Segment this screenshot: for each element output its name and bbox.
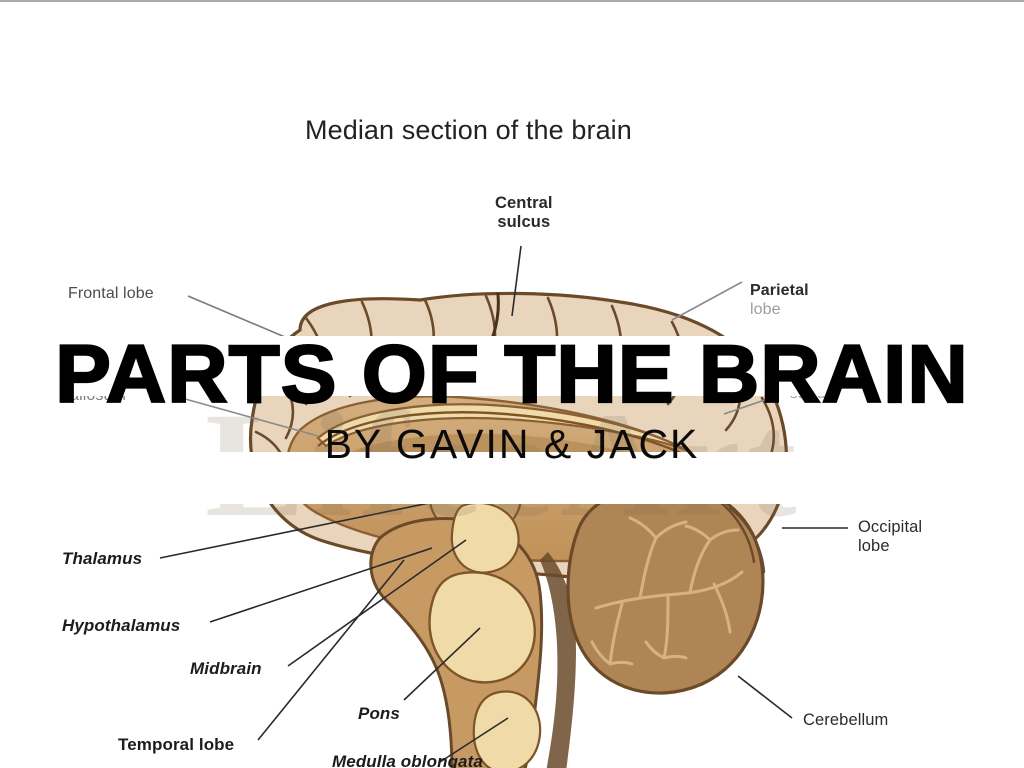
diagram-caption: Median section of the brain <box>305 115 632 145</box>
label-midbrain: Midbrain <box>190 659 262 678</box>
title-backdrop-top <box>0 336 1024 396</box>
label-medulla-oblongata: Medulla oblongata <box>332 752 483 768</box>
title-backdrop-bottom <box>0 452 1024 504</box>
label-parietal-lobe: Parietal lobe <box>750 263 809 320</box>
midbrain-shape <box>450 501 520 574</box>
label-frontal-lobe: Frontal lobe <box>68 285 154 302</box>
leader-lines <box>159 245 848 763</box>
label-pons: Pons <box>358 704 400 723</box>
top-border-line <box>0 0 1024 2</box>
label-temporal-lobe: Temporal lobe <box>118 735 235 754</box>
label-hypothalamus: Hypothalamus <box>62 616 181 635</box>
label-occipital-lobe: Occipital lobe <box>858 518 923 556</box>
cerebellum-group <box>566 483 766 695</box>
label-thalamus: Thalamus <box>62 549 143 568</box>
pons-shape <box>428 571 537 684</box>
label-cerebellum: Cerebellum <box>803 711 889 729</box>
label-parietal-line2: lobe <box>750 300 781 318</box>
label-parietal-line1: Parietal <box>750 281 809 299</box>
brainstem-group <box>369 501 576 768</box>
arbor-vitae <box>590 516 744 666</box>
brainstem-cleft <box>540 552 576 768</box>
label-central-sulcus: Central sulcus <box>495 194 553 232</box>
medulla-shape <box>472 690 542 768</box>
